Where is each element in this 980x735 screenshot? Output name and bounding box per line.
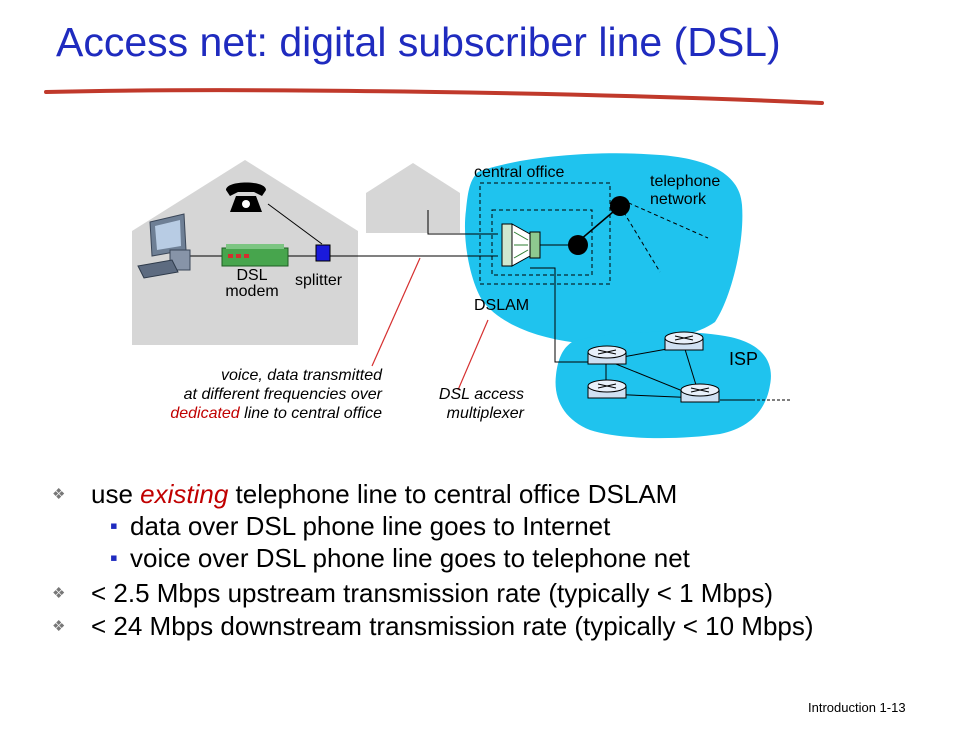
sub-bullet-item: ▪data over DSL phone line goes to Intern… <box>110 511 611 541</box>
router-icon <box>664 331 704 351</box>
dslam-dashed-box <box>491 209 593 276</box>
line-telnet-dashed-2 <box>621 199 709 239</box>
router-icon <box>587 345 627 365</box>
bullet-item: ❖< 24 Mbps downstream transmission rate … <box>52 611 814 641</box>
dslam-label: DSLAM <box>474 297 530 314</box>
central-office-switch-icon <box>568 235 588 255</box>
splitter-label: splitter <box>295 272 343 289</box>
central-office-label: central office <box>474 164 565 181</box>
telephone-network-switch-icon <box>610 196 630 216</box>
line-telnet-dashed-1 <box>619 205 661 273</box>
dsl-modem-label: DSL modem <box>225 267 279 300</box>
splitter-icon <box>315 244 331 262</box>
title-underline <box>44 88 824 105</box>
router-icon <box>680 383 720 403</box>
voice-data-caption: voice, data transmitted at different fre… <box>170 367 382 422</box>
telephone-network-label: telephone network <box>650 173 721 208</box>
bullet-diamond-icon: ❖ <box>52 585 66 602</box>
bullet-square-icon: ▪ <box>110 545 118 570</box>
house-small <box>366 163 460 233</box>
dsl-access-multiplexer-caption: DSL access multiplexer <box>438 386 524 422</box>
line-small-house <box>427 210 498 235</box>
isp-label: ISP <box>729 349 759 369</box>
emphasis-existing: existing <box>140 479 229 509</box>
telephone-network-cloud <box>464 153 743 345</box>
isp-routers <box>587 331 790 403</box>
dsl-modem-icon <box>221 244 289 267</box>
sub-bullet-item: ▪voice over DSL phone line goes to telep… <box>110 543 690 573</box>
central-office-box <box>479 182 611 285</box>
router-icon <box>587 379 627 399</box>
computer-icon <box>137 213 191 279</box>
line-phone-splitter <box>267 203 323 245</box>
slide-title: Access net: digital subscriber line (DSL… <box>56 19 781 65</box>
slide-footer: Introduction 1-13 <box>808 700 906 715</box>
telephone-icon <box>226 182 266 212</box>
bullet-list: ❖use existing telephone line to central … <box>52 478 953 641</box>
dslam-icon <box>501 223 541 267</box>
bullet-item: ❖< 2.5 Mbps upstream transmission rate (… <box>52 578 774 608</box>
bullet-diamond-icon: ❖ <box>52 486 66 503</box>
pointer-dslam <box>457 319 489 391</box>
bullet-item: ❖use existing telephone line to central … <box>52 479 678 509</box>
caption-emphasis: dedicated <box>170 405 240 422</box>
line-dslam-isp <box>530 267 588 363</box>
pointer-left <box>371 257 421 367</box>
bullet-square-icon: ▪ <box>110 513 118 538</box>
bullet-diamond-icon: ❖ <box>52 618 66 635</box>
